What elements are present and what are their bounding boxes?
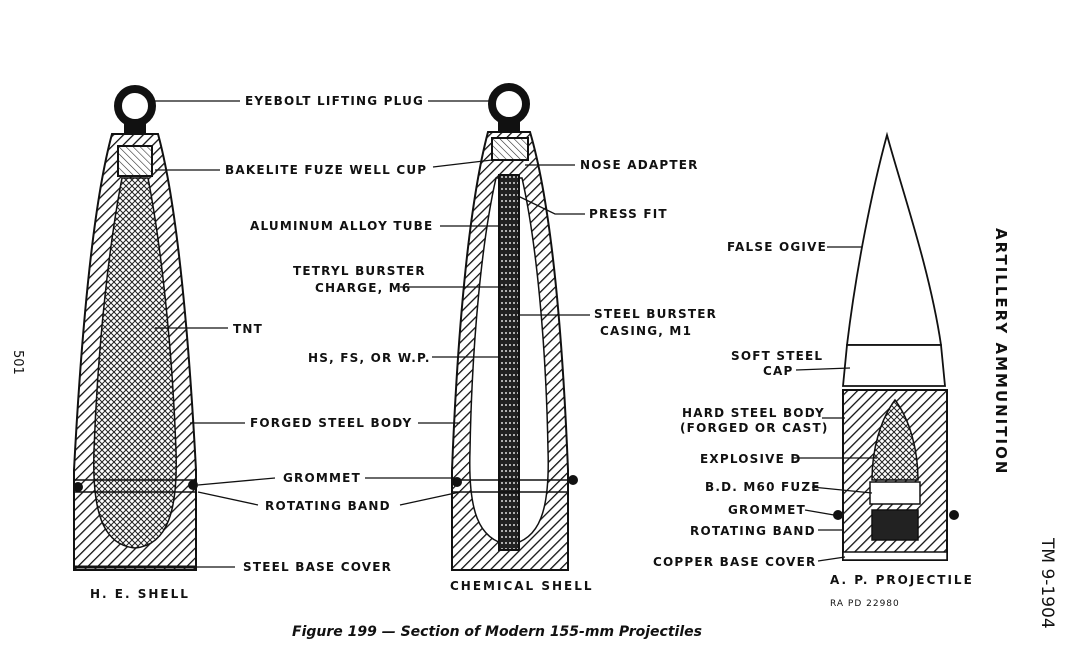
ap-copper-base-cover: [842, 551, 948, 561]
label-burster-casing-line1: STEEL BURSTER: [594, 307, 717, 321]
chemical-shell: [451, 83, 578, 571]
label-copper-base: COPPER BASE COVER: [653, 555, 816, 569]
ap-grommet-left: [833, 510, 843, 520]
label-forged-body: FORGED STEEL BODY: [250, 416, 412, 430]
label-filler: HS, FS, OR W.P.: [308, 351, 431, 365]
label-base-cover: STEEL BASE COVER: [243, 560, 392, 574]
ap-fuze-body: [871, 509, 919, 541]
label-soft-cap-line1: SOFT STEEL: [731, 349, 823, 363]
he-grommet-right: [188, 480, 198, 490]
label-ap-rotating-band: ROTATING BAND: [690, 524, 816, 538]
label-eyebolt: EYEBOLT LIFTING PLUG: [245, 94, 424, 108]
label-false-ogive: FALSE OGIVE: [727, 240, 827, 254]
leader-lines: [150, 100, 877, 568]
chemical-shell-caption: CHEMICAL SHELL: [450, 579, 594, 593]
label-bd-fuze: B.D. M60 FUZE: [705, 480, 821, 494]
part-labels: EYEBOLT LIFTING PLUG BAKELITE FUZE WELL …: [225, 94, 829, 574]
chem-eyebolt-ring: [488, 83, 530, 125]
he-eyebolt-ring: [114, 85, 156, 127]
label-aluminum-tube: ALUMINUM ALLOY TUBE: [250, 219, 433, 233]
he-fuze-well-cup: [117, 145, 153, 177]
he-tnt-cavity: [93, 177, 177, 549]
label-ap-grommet: GROMMET: [728, 503, 806, 517]
ap-bd-fuze: [869, 481, 921, 505]
ap-grommet-right: [949, 510, 959, 520]
he-shell-caption: H. E. SHELL: [90, 587, 190, 601]
he-shell: [73, 85, 198, 571]
ap-soft-steel-cap: [842, 344, 946, 387]
chem-nose-adapter: [491, 137, 529, 161]
he-grommet-left: [73, 482, 83, 492]
ap-false-ogive: [845, 131, 943, 346]
figure-caption: Figure 199 — Section of Modern 155-mm Pr…: [292, 624, 702, 640]
reference-number: RA PD 22980: [830, 599, 900, 609]
chem-rotating-band: [451, 479, 569, 493]
chem-grommet-right: [568, 475, 578, 485]
chem-grommet-left: [452, 477, 462, 487]
ap-projectile-caption: A. P. PROJECTILE: [830, 573, 974, 587]
label-soft-cap-line2: CAP: [763, 364, 794, 378]
label-press-fit: PRESS FIT: [589, 207, 668, 221]
captions: H. E. SHELL CHEMICAL SHELL A. P. PROJECT…: [90, 573, 974, 640]
label-hard-body-line2: (FORGED OR CAST): [680, 421, 829, 435]
label-nose-adapter: NOSE ADAPTER: [580, 158, 699, 172]
ap-explosive-d: [871, 398, 919, 481]
label-burster-casing-line2: CASING, M1: [600, 324, 692, 338]
label-rotating-band: ROTATING BAND: [265, 499, 391, 513]
label-tetryl-line1: TETRYL BURSTER: [293, 264, 426, 278]
label-grommet: GROMMET: [283, 471, 361, 485]
label-tnt: TNT: [233, 322, 263, 336]
he-eyebolt-stem: [124, 121, 146, 135]
label-hard-body-line1: HARD STEEL BODY: [682, 406, 825, 420]
chem-burster-casing: [498, 174, 520, 551]
manual-number: TM 9-1904: [1037, 537, 1057, 629]
label-tetryl-line2: CHARGE, M6: [315, 281, 411, 295]
page-number: 501: [10, 350, 25, 375]
label-explosive-d: EXPLOSIVE D: [700, 452, 802, 466]
label-bakelite: BAKELITE FUZE WELL CUP: [225, 163, 427, 177]
chem-eyebolt-stem: [498, 119, 520, 133]
ap-projectile: [833, 131, 959, 561]
side-title: ARTILLERY AMMUNITION: [992, 228, 1010, 475]
